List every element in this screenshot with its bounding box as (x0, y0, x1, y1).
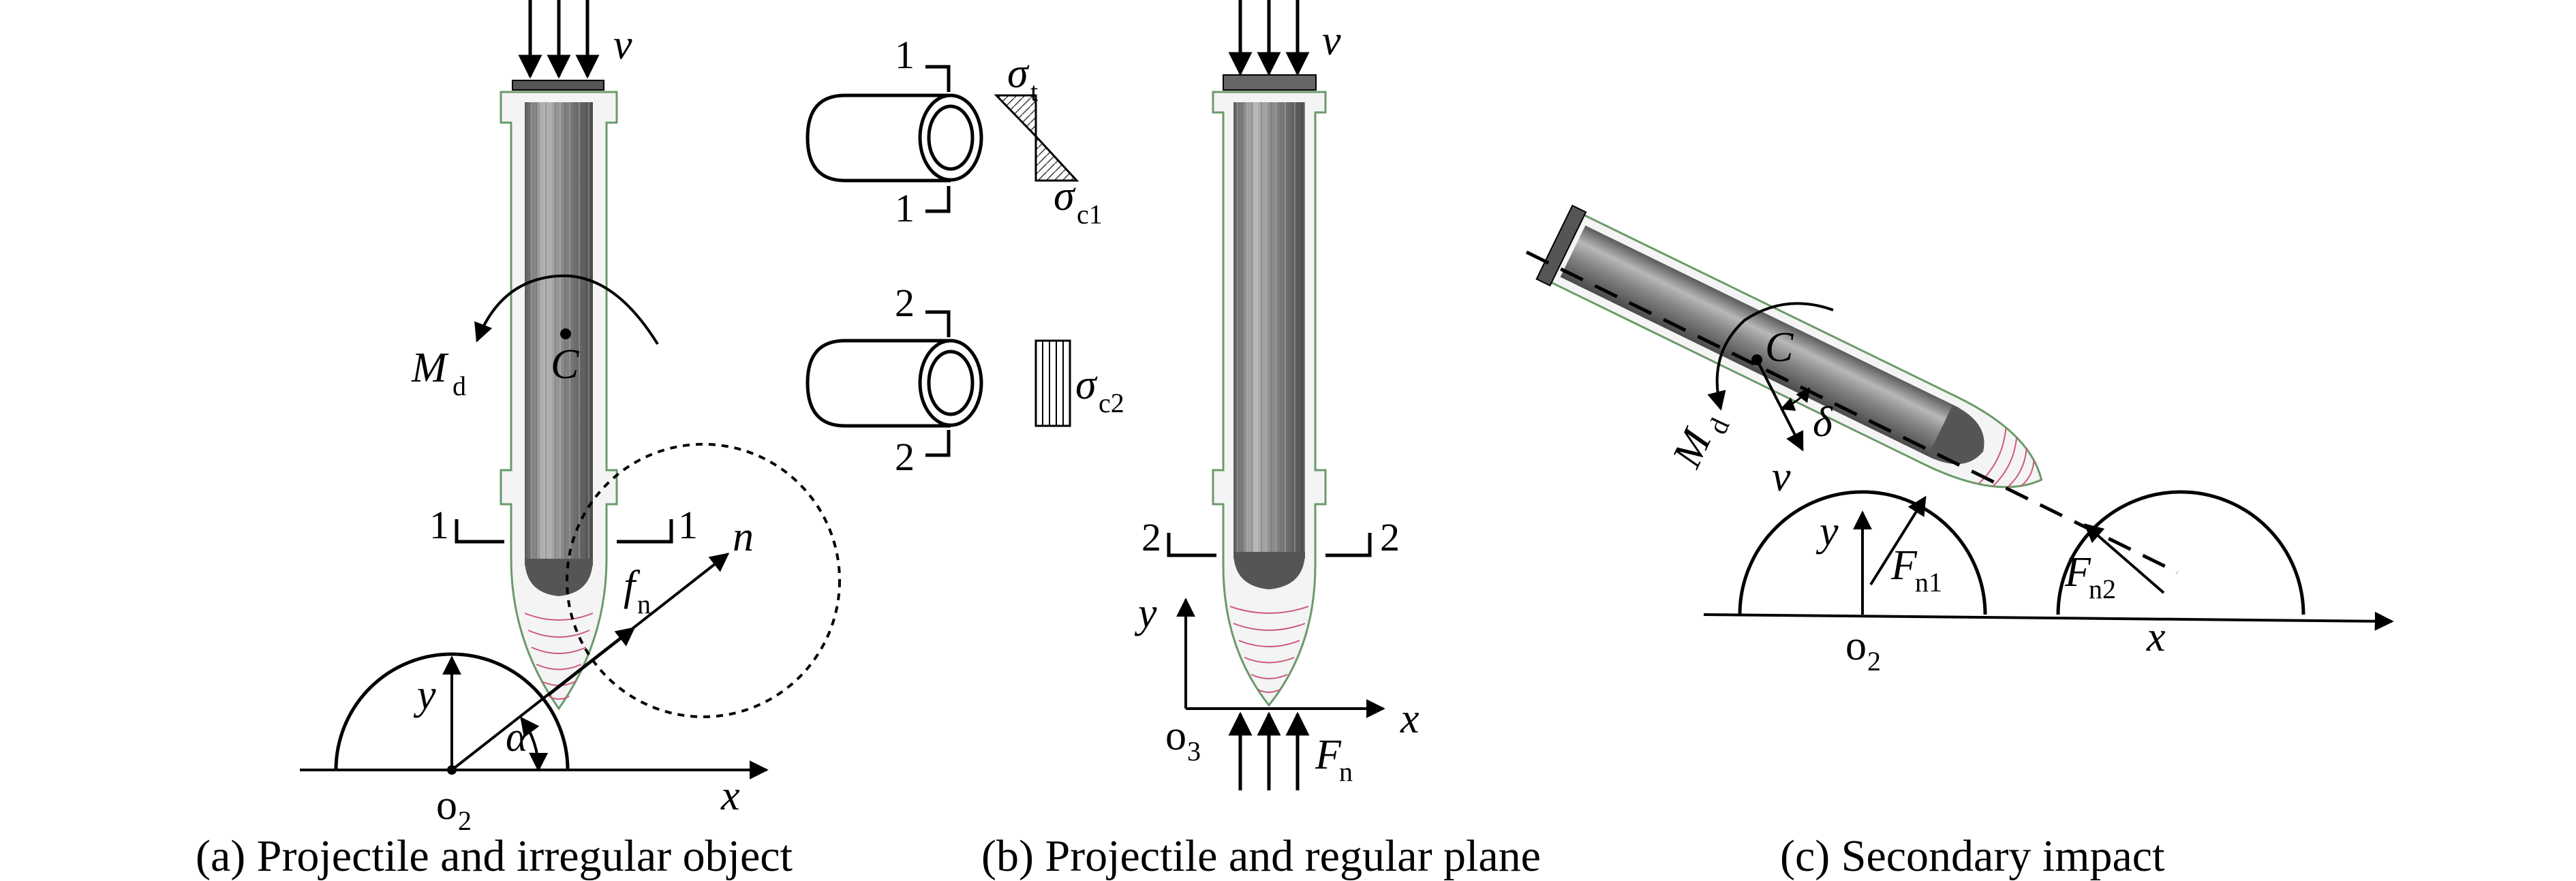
object-left-c (1738, 490, 1987, 615)
caption-b: (b) Projectile and regular plane (981, 831, 1541, 881)
moment-arrow-a (474, 274, 659, 345)
section-label-left-a: 1 (429, 503, 449, 547)
section-label-right-a: 1 (678, 503, 698, 547)
sigma-t-sub: t (1030, 76, 1038, 107)
section-line-a (455, 519, 673, 544)
section1-top-label: 1 (895, 33, 915, 77)
sigma-c2-sub: c2 (1099, 388, 1124, 418)
x-label-a: x (720, 773, 740, 819)
y-label-a: y (413, 672, 436, 718)
normal-label-a: n (733, 514, 754, 560)
delta-label-c: δ (1813, 399, 1833, 446)
moment-arrow-c (1707, 302, 1834, 411)
axis-line-c (1525, 250, 2179, 574)
contact-circle-a (566, 443, 841, 718)
panel-a: v M d C 1 1 (196, 0, 841, 881)
section-line-b (1167, 533, 1372, 557)
centroid-label-a: C (551, 341, 579, 388)
caption-c: (c) Secondary impact (1780, 831, 2164, 881)
sigma-c2-label: σ (1075, 362, 1098, 408)
cylinder-section-2 (806, 339, 983, 428)
sigma-c1-sub: c1 (1077, 199, 1103, 230)
section-sketches: 1 1 σ t σ c1 2 2 σ c2 (806, 33, 1124, 479)
angle-label-a: α (506, 714, 529, 760)
section1-bottom-label: 1 (895, 186, 915, 230)
force1-arrow-c (1869, 495, 1927, 586)
force2-sub-c: n2 (2089, 574, 2116, 604)
rod-nose-a (525, 559, 593, 596)
moment-label-a: M (411, 345, 449, 391)
reaction-arrows-b (1228, 711, 1310, 790)
velocity-arrows-a (518, 0, 600, 79)
section-label-left-b: 2 (1141, 515, 1161, 559)
force1-label-c: F (1890, 542, 1918, 589)
section2-bottom-label: 2 (895, 435, 915, 479)
force2-label-c: F (2064, 549, 2091, 596)
origin-sub-b: 3 (1187, 736, 1201, 767)
caption-a: (a) Projectile and irregular object (196, 831, 793, 881)
section2-top-label: 2 (895, 281, 915, 325)
impact-plate-a (512, 80, 604, 91)
delta-arc-c (1780, 387, 1811, 412)
origin-sub-a: 2 (458, 805, 472, 836)
stress-diagram-2 (1034, 339, 1071, 427)
origin-sub-c: 2 (1867, 646, 1881, 677)
velocity-arrow-c (1755, 359, 1804, 452)
y-label-b: y (1134, 590, 1157, 636)
sigma-c1-label: σ (1054, 173, 1076, 219)
force-sub-a: n (637, 589, 651, 619)
stress-waves-b (1229, 606, 1309, 693)
object-right-c (2056, 490, 2305, 615)
x-axis-c (1703, 611, 2394, 631)
velocity-label-a: v (613, 22, 632, 68)
x-label-b: x (1400, 696, 1420, 742)
centroid-dot-a (560, 328, 571, 339)
velocity-arrows-b (1228, 0, 1310, 76)
origin-label-c: o (1845, 623, 1867, 669)
section-bracket-2 (925, 310, 951, 457)
cylinder-section-1 (806, 93, 983, 183)
force1-sub-c: n1 (1915, 567, 1942, 598)
origin-label-b: o (1165, 713, 1186, 759)
panel-c: M d C v δ y o 2 x F n1 F n2 (c) Secondar… (1525, 204, 2394, 881)
rod-nose-b (1233, 552, 1305, 589)
moment-sub-a: d (453, 371, 466, 401)
section-bracket-1 (925, 65, 951, 213)
section-label-right-b: 2 (1380, 515, 1400, 559)
force-label-b: F (1315, 732, 1342, 778)
x-label-c: x (2146, 614, 2166, 660)
stress-diagram-1 (994, 94, 1079, 182)
centroid-label-c: C (1765, 324, 1794, 371)
irregular-object-a (334, 652, 570, 771)
panel-b: v 2 2 y x o 3 F n (b) (981, 0, 1541, 881)
force2-arrow-c (2083, 523, 2165, 594)
force-arrow-a (547, 627, 636, 696)
moment-sub-c: d (1702, 414, 1735, 439)
sigma-t-label: σ (1007, 50, 1030, 97)
projectile-c (1535, 204, 2043, 489)
angle-arc-a (520, 716, 549, 772)
impact-plate-b (1223, 74, 1317, 91)
y-label-c: y (1815, 508, 1839, 555)
force-sub-b: n (1339, 756, 1353, 787)
origin-label-a: o (436, 782, 457, 829)
velocity-label-b: v (1322, 18, 1341, 64)
velocity-label-c: v (1772, 454, 1791, 500)
